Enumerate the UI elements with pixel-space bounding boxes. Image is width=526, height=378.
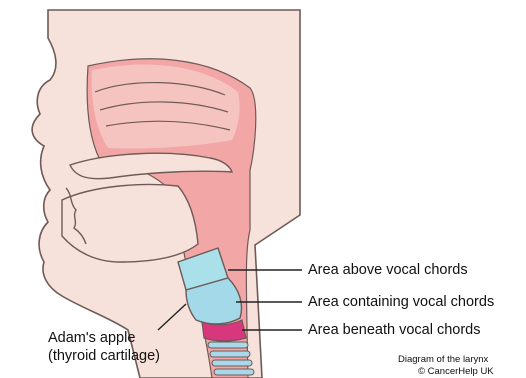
label-beneath-vocal-chords: Area beneath vocal chords xyxy=(308,322,481,339)
label-thyroid-cartilage: (thyroid cartilage) xyxy=(48,348,160,365)
label-adams-apple: Adam's apple xyxy=(48,330,135,347)
tongue xyxy=(62,185,198,262)
credit-title: Diagram of the larynx xyxy=(398,354,488,365)
label-above-vocal-chords: Area above vocal chords xyxy=(308,262,468,279)
label-containing-vocal-chords: Area containing vocal chords xyxy=(308,294,494,311)
credit-source: © CancerHelp UK xyxy=(418,366,494,377)
